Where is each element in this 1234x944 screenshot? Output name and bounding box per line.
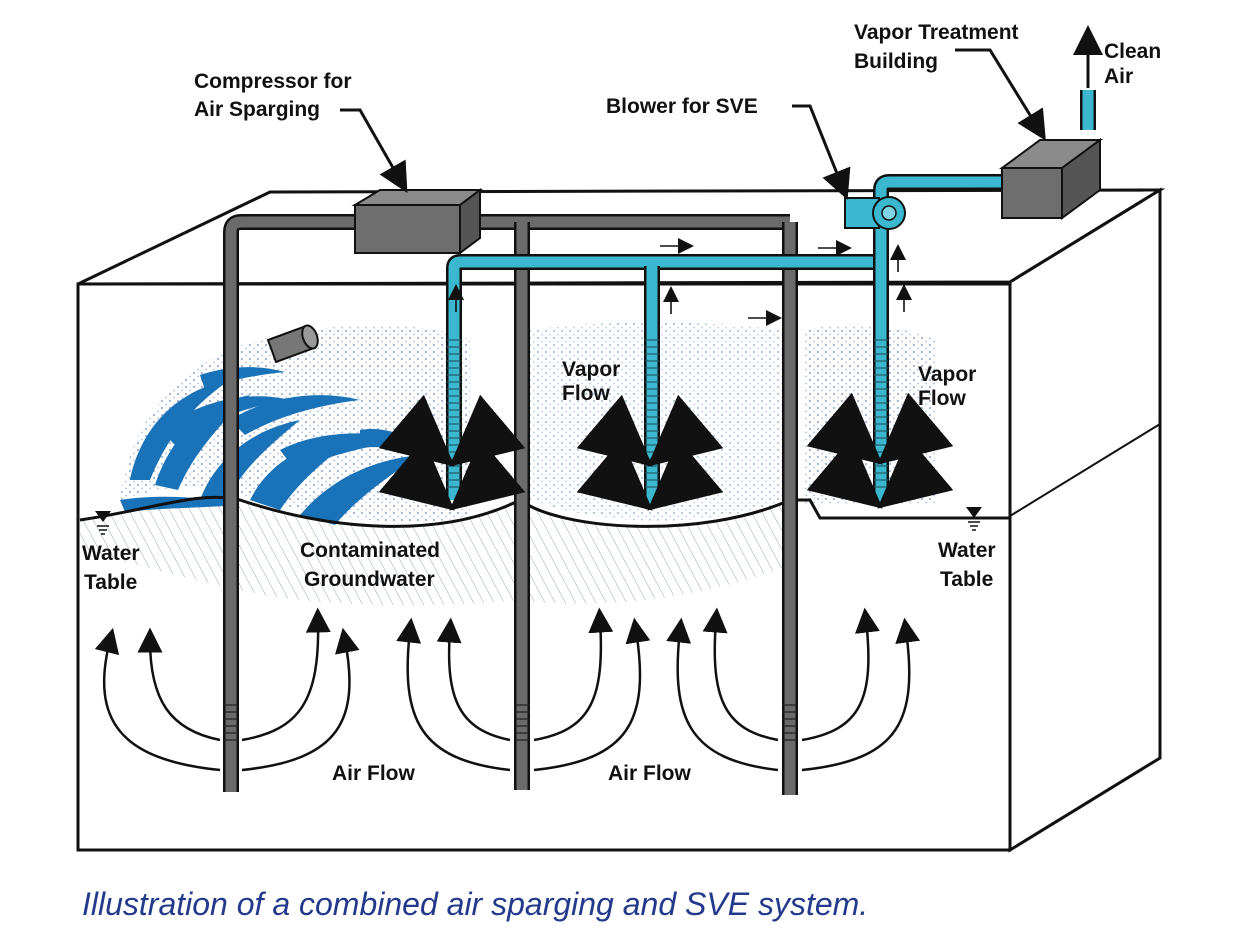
- vapor-flow-arrows: [378, 392, 954, 511]
- compressor-box: [351, 188, 483, 255]
- debris-cylinder: [266, 324, 319, 364]
- air-flow-arrows: [94, 607, 921, 772]
- water-table-label-right: Water Table: [938, 539, 1001, 591]
- blower-unit: [844, 196, 906, 230]
- figure-caption: Illustration of a combined air sparging …: [82, 886, 869, 922]
- vapor-treatment-box: [998, 138, 1104, 220]
- compressor-label: Compressor for Air Sparging: [194, 70, 357, 121]
- air-flow-label-left: Air Flow: [332, 762, 415, 785]
- vapor-treatment-label: Vapor Treatment Building: [854, 21, 1024, 73]
- air-flow-label-right: Air Flow: [608, 762, 691, 785]
- blower-label: Blower for SVE: [606, 95, 758, 118]
- leader-lines: [340, 25, 1103, 200]
- water-table-symbol-left: [95, 511, 111, 535]
- pipe-flow-arrows: [448, 238, 912, 326]
- clean-air-label: Clean Air: [1104, 40, 1167, 88]
- contaminated-groundwater-label: Contaminated Groundwater: [300, 539, 446, 591]
- vapor-flow-label-center: Vapor Flow: [562, 358, 626, 405]
- system-diagram: Compressor for Air Sparging Blower for S…: [76, 21, 1167, 853]
- water-table-symbol-right: [966, 507, 982, 531]
- vapor-flow-label-right: Vapor Flow: [918, 363, 982, 410]
- water-table-line: [79, 495, 1010, 528]
- contaminated-groundwater-zone: [80, 497, 790, 606]
- water-table-label-left: Water Table: [82, 542, 145, 594]
